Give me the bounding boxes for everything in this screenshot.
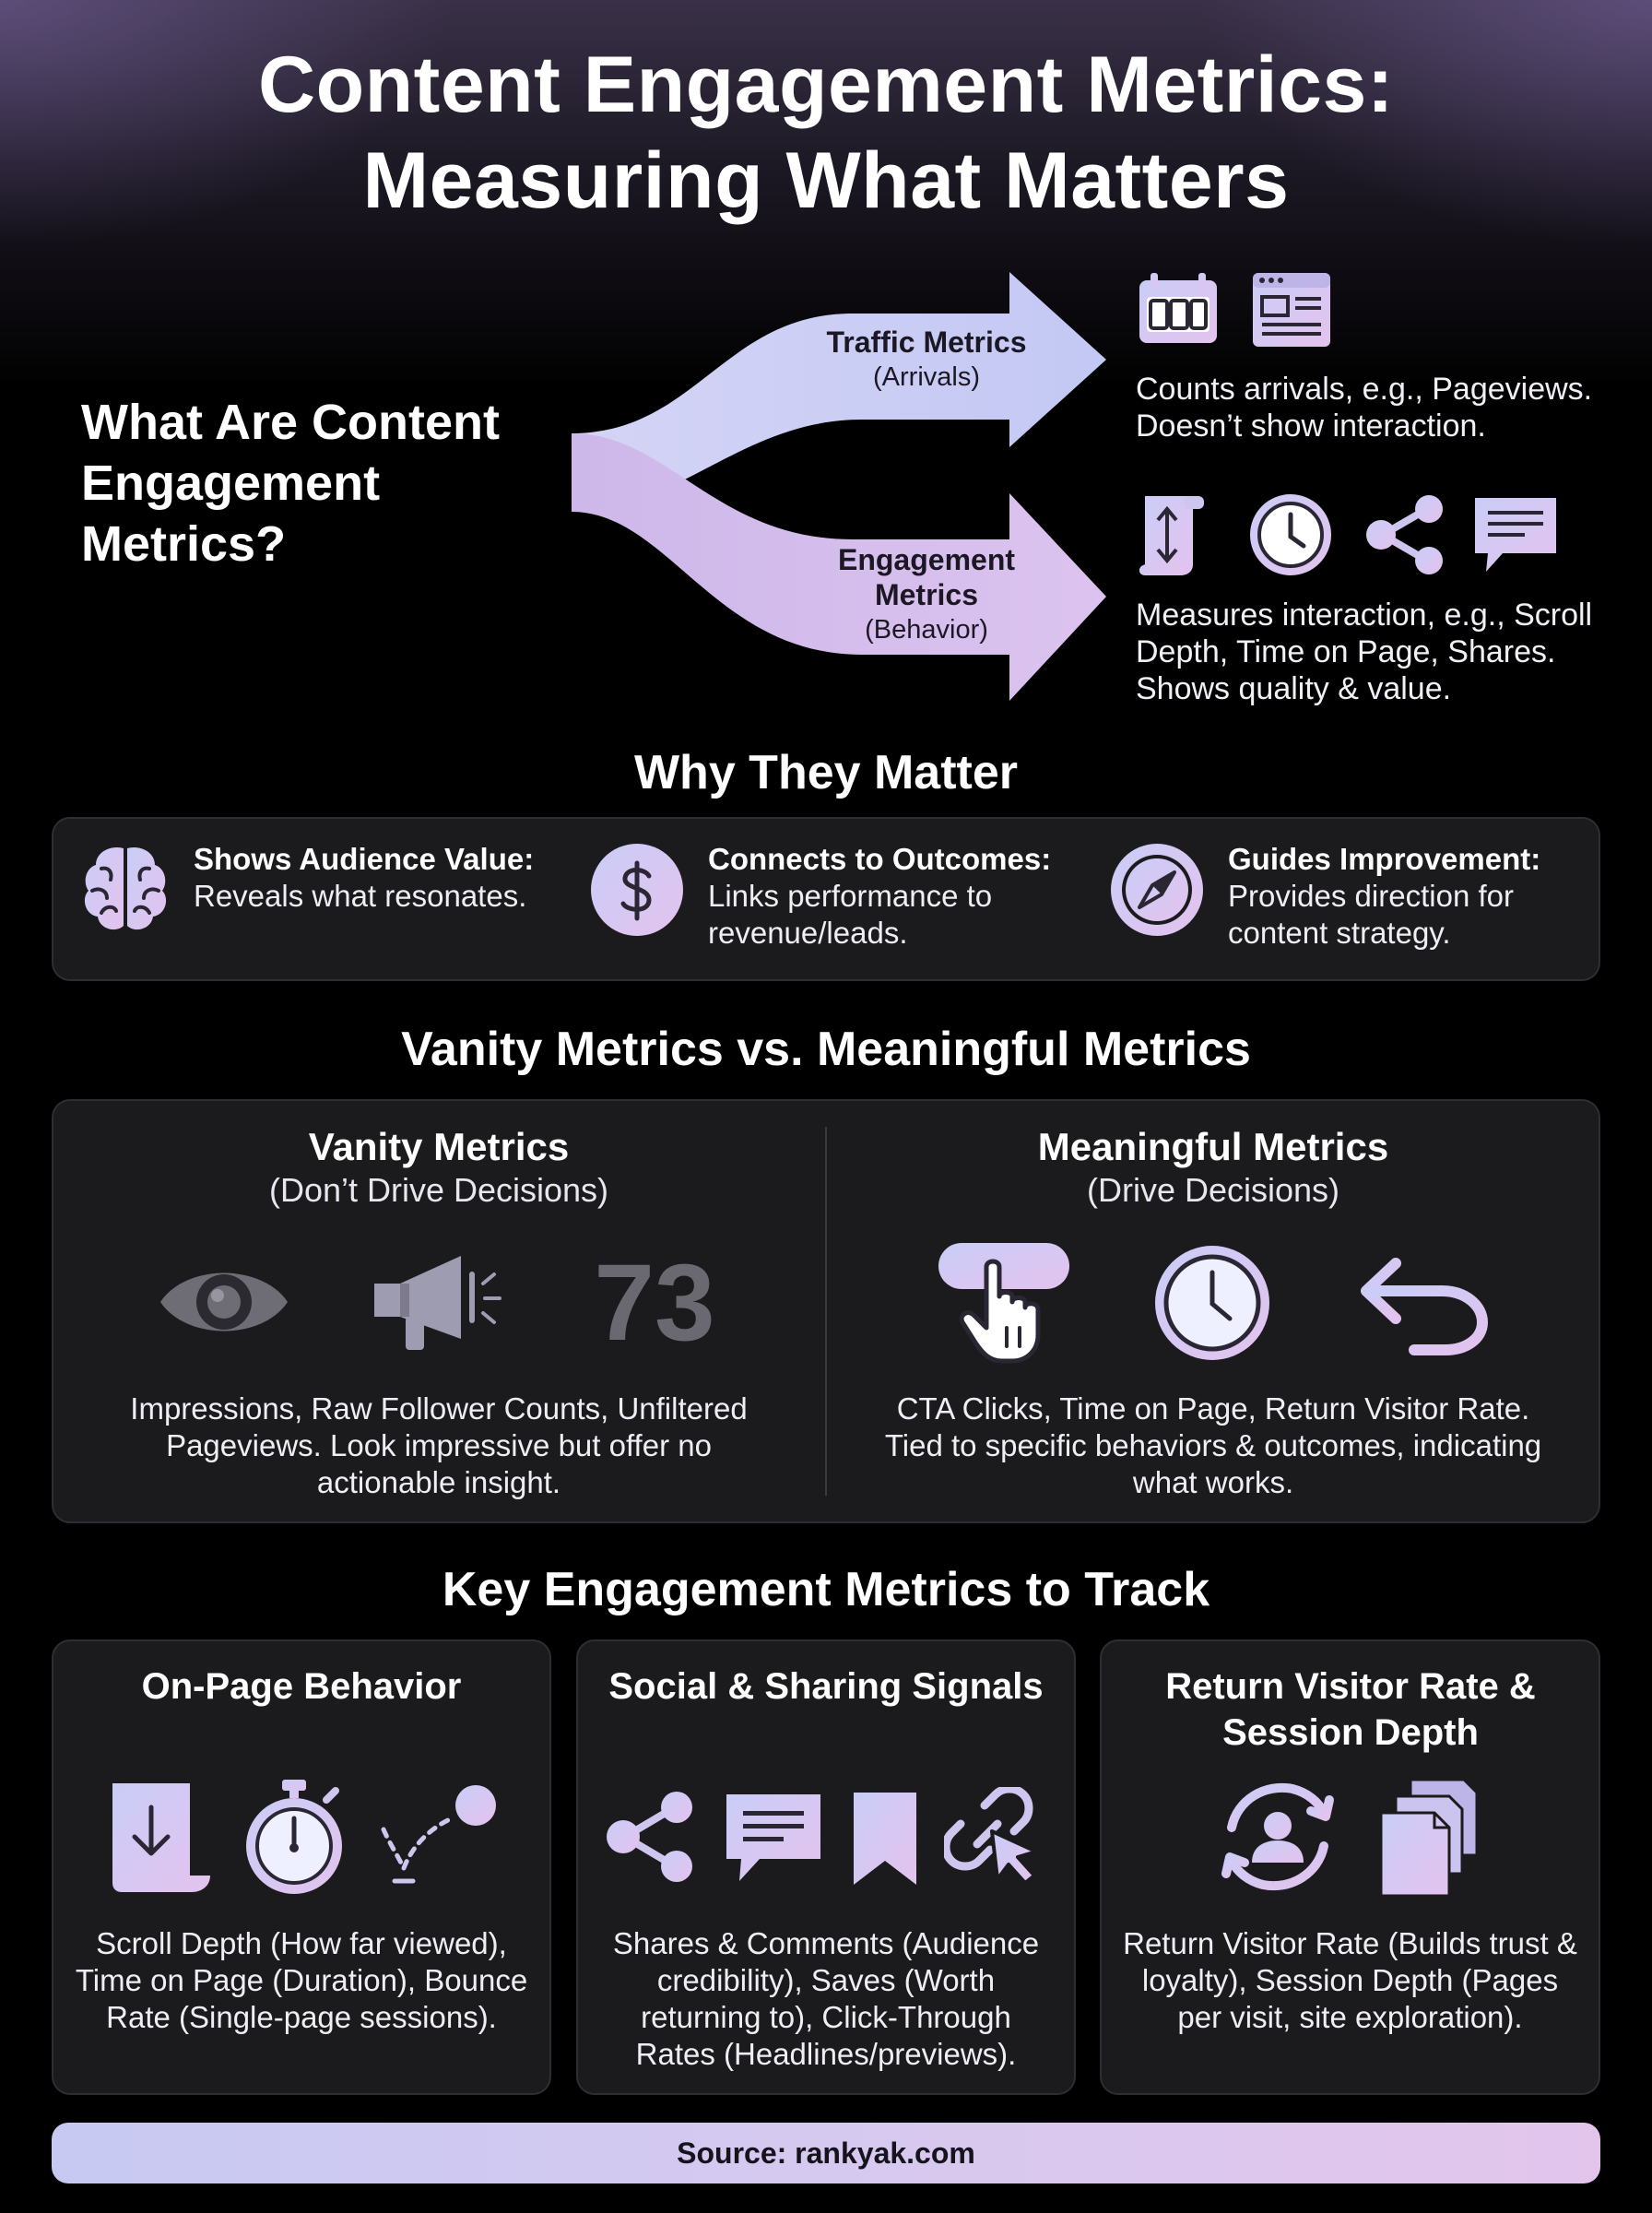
key-card-return-desc: Return Visitor Rate (Builds trust & loya… bbox=[1123, 1926, 1577, 2034]
why-item-improvement-title: Guides Improvement: bbox=[1228, 842, 1541, 876]
traffic-label-sub: (Arrivals) bbox=[873, 362, 980, 392]
vanity-heading: Vanity Metrics vs. Meaningful Metrics bbox=[401, 1023, 1251, 1076]
megaphone-icon bbox=[374, 1256, 502, 1350]
title-line-2: Measuring What Matters bbox=[362, 136, 1290, 225]
engagement-label: Engagement Metrics (Behavior) bbox=[784, 542, 1069, 647]
why-item-audience-text: Reveals what resonates. bbox=[194, 879, 527, 913]
social-share-icon bbox=[607, 1792, 692, 1882]
engagement-share-icon bbox=[1366, 495, 1443, 574]
engagement-comment-icon bbox=[1475, 498, 1556, 572]
key-card-social-desc: Shares & Comments (Audience credibility)… bbox=[612, 1926, 1040, 2071]
source-footer: Source: rankyak.com bbox=[52, 2123, 1600, 2183]
why-item-outcomes: Connects to Outcomes: Links performance … bbox=[588, 841, 1068, 952]
compass-icon bbox=[1111, 844, 1203, 936]
key-card-return: Return Visitor Rate & Session Depth Retu… bbox=[1100, 1639, 1600, 2095]
returning-user-icon bbox=[1221, 1782, 1334, 1891]
eye-icon bbox=[160, 1272, 288, 1331]
engagement-description: Measures interaction, e.g., Scroll Depth… bbox=[1136, 598, 1593, 706]
key-card-social-title: Social & Sharing Signals bbox=[608, 1666, 1044, 1707]
why-item-outcomes-text: Links performance to revenue/leads. bbox=[708, 879, 993, 950]
page-title: Content Engagement Metrics: Measuring Wh… bbox=[0, 37, 1652, 229]
vanity-number: 73 bbox=[594, 1242, 715, 1364]
why-card bbox=[52, 817, 1600, 981]
engagement-clock-icon bbox=[1250, 494, 1331, 575]
why-item-audience: Shows Audience Value: Reveals what reson… bbox=[77, 841, 557, 937]
scroll-icon bbox=[1139, 496, 1204, 575]
key-card-onpage-desc: Scroll Depth (How far viewed), Time on P… bbox=[75, 1926, 528, 2034]
meaningful-description: CTA Clicks, Time on Page, Return Visitor… bbox=[884, 1391, 1542, 1499]
vanity-title: Vanity Metrics bbox=[308, 1125, 570, 1168]
meaningful-clock-icon bbox=[1155, 1246, 1269, 1360]
return-arrow-icon bbox=[1361, 1258, 1489, 1355]
dollar-icon bbox=[591, 844, 683, 936]
vanity-description: Impressions, Raw Follower Counts, Unfilt… bbox=[130, 1391, 748, 1499]
engagement-label-sub: (Behavior) bbox=[865, 615, 988, 645]
meaningful-subtitle: (Drive Decisions) bbox=[1086, 1171, 1340, 1209]
engagement-arrow bbox=[572, 433, 1106, 701]
engagement-label-line1: Engagement bbox=[837, 543, 1016, 576]
traffic-description: Counts arrivals, e.g., Pageviews. Doesn’… bbox=[1136, 372, 1593, 444]
traffic-label: Traffic Metrics (Arrivals) bbox=[784, 325, 1069, 395]
bounce-icon bbox=[381, 1785, 496, 1884]
column-divider bbox=[825, 1127, 827, 1496]
key-card-onpage-title: On-Page Behavior bbox=[141, 1666, 462, 1707]
why-item-outcomes-title: Connects to Outcomes: bbox=[708, 842, 1052, 876]
meaningful-title: Meaningful Metrics bbox=[1037, 1125, 1389, 1168]
pages-stack-icon bbox=[1379, 1778, 1479, 1898]
why-item-audience-title: Shows Audience Value: bbox=[194, 842, 535, 876]
engagement-label-line2: Metrics bbox=[874, 578, 979, 611]
title-line-1: Content Engagement Metrics: bbox=[258, 41, 1394, 129]
scroll-down-icon bbox=[112, 1783, 210, 1892]
key-heading: Key Engagement Metrics to Track bbox=[442, 1563, 1210, 1616]
webpage-icon bbox=[1253, 273, 1330, 347]
what-heading: What Are Content Engagement Metrics? bbox=[81, 395, 500, 572]
key-card-return-title: Return Visitor Rate & Session Depth bbox=[1165, 1666, 1536, 1753]
traffic-label-title: Traffic Metrics bbox=[826, 325, 1027, 359]
social-comment-icon bbox=[726, 1794, 820, 1881]
counter-icon bbox=[1139, 273, 1217, 343]
link-click-icon bbox=[944, 1787, 1038, 1885]
vanity-subtitle: (Don’t Drive Decisions) bbox=[268, 1171, 609, 1209]
bookmark-icon bbox=[854, 1793, 916, 1885]
why-item-improvement: Guides Improvement: Provides direction f… bbox=[1108, 841, 1587, 952]
why-heading: Why They Matter bbox=[633, 746, 1019, 799]
stopwatch-icon bbox=[246, 1780, 342, 1894]
brain-icon bbox=[84, 846, 167, 930]
traffic-arrow bbox=[572, 272, 1106, 512]
key-card-social: Social & Sharing Signals Shares & Commen… bbox=[576, 1639, 1076, 2095]
click-icon bbox=[938, 1243, 1069, 1364]
why-item-improvement-text: Provides direction for content strategy. bbox=[1228, 879, 1514, 950]
split-arrow-diagram bbox=[572, 272, 1106, 701]
source-text: Source: rankyak.com bbox=[677, 2136, 975, 2170]
